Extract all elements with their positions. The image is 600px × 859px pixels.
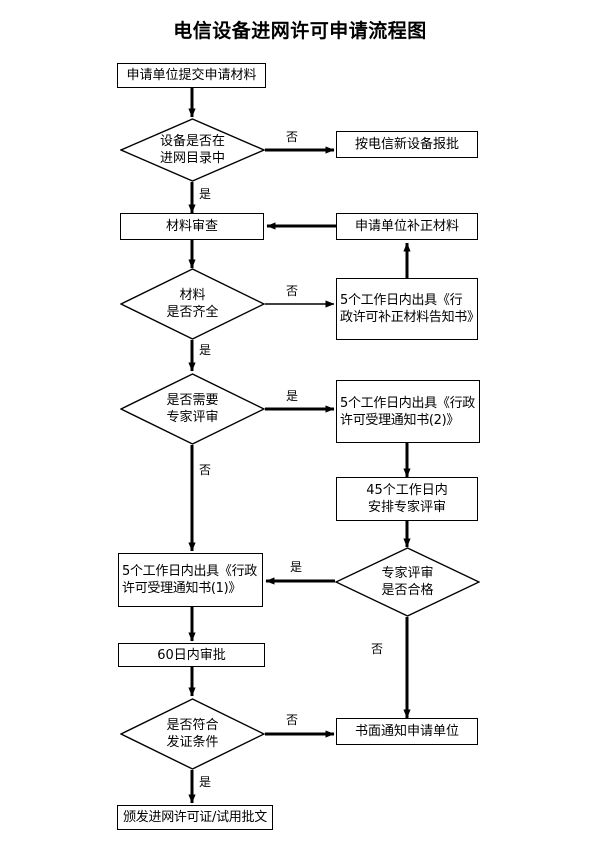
- edge-label-issue-cond-yes: 是: [199, 775, 212, 789]
- decision-issue-conditions-label: 是否符合 发证条件: [166, 718, 219, 750]
- edge-label-expert-pass-yes: 是: [290, 560, 303, 574]
- node-submit-application[interactable]: 申请单位提交申请材料: [117, 63, 266, 88]
- node-written-notice[interactable]: 书面通知申请单位: [336, 718, 478, 745]
- node-new-equipment-approval[interactable]: 按电信新设备报批: [336, 131, 478, 158]
- node-supplement-notice[interactable]: 5个工作日内出具《行政许可补正材料告知书》: [336, 278, 480, 340]
- edge-label-expert-needed-no: 否: [199, 463, 212, 477]
- decision-expert-review-needed[interactable]: 是否需要 专家评审: [120, 373, 265, 445]
- edge-label-catalog-no: 否: [286, 130, 299, 144]
- decision-in-catalog[interactable]: 设备是否在 进网目录中: [120, 118, 265, 182]
- edge-label-complete-no: 否: [286, 284, 299, 298]
- decision-materials-complete[interactable]: 材料 是否齐全: [120, 268, 265, 340]
- node-approval-60-days[interactable]: 60日内审批: [118, 643, 265, 667]
- decision-expert-review-needed-label: 是否需要 专家评审: [166, 393, 219, 425]
- edge-label-expert-pass-no: 否: [371, 642, 384, 656]
- page-title: 电信设备进网许可申请流程图: [173, 20, 427, 42]
- node-material-review[interactable]: 材料审查: [120, 213, 264, 240]
- edge-label-issue-cond-no: 否: [286, 713, 299, 727]
- edge-label-catalog-yes: 是: [199, 187, 212, 201]
- node-acceptance-notice-2[interactable]: 5个工作日内出具《行政许可受理通知书(2)》: [336, 380, 480, 443]
- node-applicant-supplement[interactable]: 申请单位补正材料: [336, 213, 478, 240]
- decision-in-catalog-label: 设备是否在 进网目录中: [159, 134, 225, 166]
- edge-label-complete-yes: 是: [199, 343, 212, 357]
- decision-issue-conditions[interactable]: 是否符合 发证条件: [120, 698, 265, 770]
- node-acceptance-notice-1[interactable]: 5个工作日内出具《行政许可受理通知书(1)》: [118, 553, 263, 607]
- decision-expert-review-passed-label: 专家评审 是否合格: [381, 566, 434, 598]
- decision-expert-review-passed[interactable]: 专家评审 是否合格: [335, 547, 480, 617]
- edge-label-expert-needed-yes: 是: [286, 389, 299, 403]
- decision-materials-complete-label: 材料 是否齐全: [166, 288, 219, 320]
- node-arrange-expert-review[interactable]: 45个工作日内 安排专家评审: [336, 477, 478, 521]
- node-issue-license[interactable]: 颁发进网许可证/试用批文: [117, 805, 273, 830]
